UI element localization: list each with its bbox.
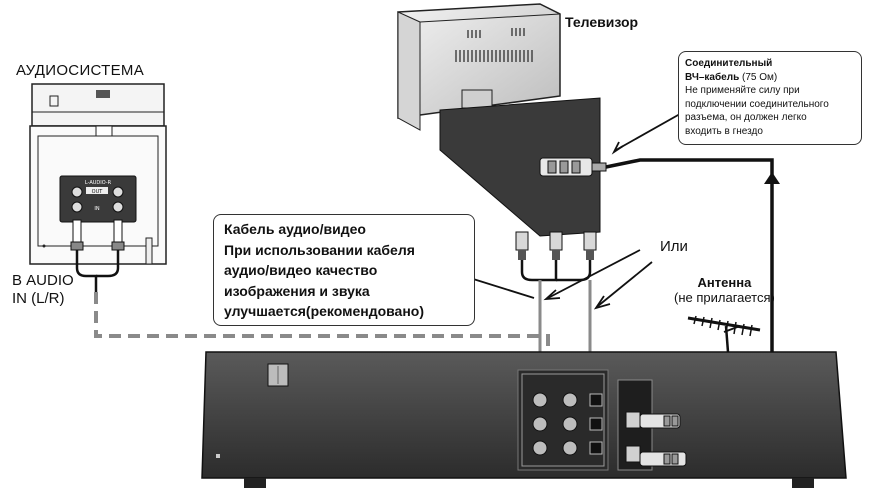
rf-note-line: подключении соединительного [685,98,829,110]
dvd-player [201,351,847,488]
av-cable-line: При использовании кабеля [224,241,415,258]
av-cable-line: изображения и звука [224,282,370,299]
tv [397,3,607,237]
rf-cable-arrowhead [764,172,780,184]
av-cable-line: аудио/видео качество [224,262,378,278]
rf-title-line2: ВЧ–кабель [685,71,740,83]
audio-in-line2: IN (L/R) [12,290,65,307]
av-cable-callout: Кабель аудио/видео При использовании каб… [213,214,475,326]
audio-panel-in: IN [94,206,99,212]
audio-in-label: В AUDIO IN (L/R) [12,272,74,308]
leader-lines [469,109,688,310]
audio-dashed-cable [94,292,550,352]
audio-panel-out: OUT [92,189,104,195]
rf-cable-callout: Соединительный ВЧ–кабель (75 Ом) Не прим… [678,51,862,145]
audio-panel-label: L-AUDIO-R [85,180,112,186]
antenna-note: (не прилагается) [674,290,775,305]
antenna-label: Антенна (не прилагается) [674,275,775,305]
av-cable-line: Кабель аудио/видео [224,221,366,237]
antenna-title: Антенна [697,275,752,290]
audio-system: L-AUDIO-R OUT IN [29,83,167,265]
audio-system-title: АУДИОСИСТЕМА [16,62,145,79]
or-label: Или [660,238,688,255]
rf-note-line: разъема, он должен легко [685,112,807,123]
audio-cable-plugs [70,219,125,300]
rf-note-line: входить в гнездо [685,125,763,137]
tv-title: Телевизор [565,14,639,30]
audio-in-line1: В AUDIO [12,272,74,289]
rf-title-line1: Соединительный [685,58,773,69]
rf-spec: (75 Ом) [739,71,778,83]
rf-note-line: Не применяйте силу при [685,85,800,96]
av-cable-line: улучшается(рекомендовано) [224,303,425,319]
